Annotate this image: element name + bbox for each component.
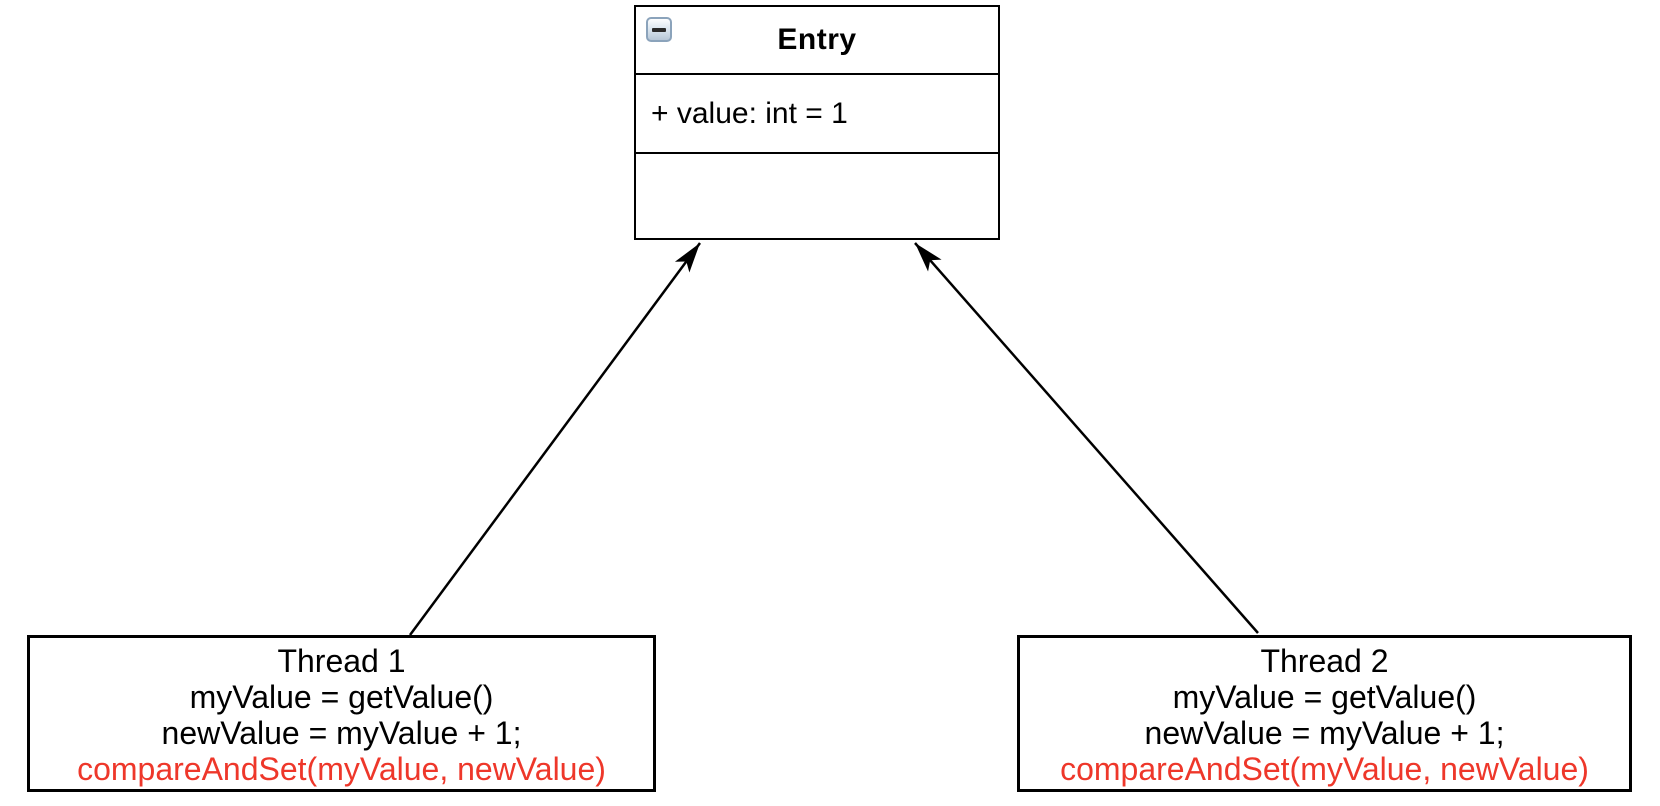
thread1-line-1: myValue = getValue(): [189, 679, 494, 715]
class-title: Entry: [777, 23, 857, 56]
thread1-box[interactable]: Thread 1 myValue = getValue() newValue =…: [27, 635, 656, 792]
entry-class-box[interactable]: Entry + value: int = 1: [634, 5, 1000, 240]
thread2-line-2: newValue = myValue + 1;: [1144, 715, 1505, 751]
thread1-line-2: newValue = myValue + 1;: [161, 715, 522, 751]
thread1-title: Thread 1: [277, 643, 406, 679]
thread2-title: Thread 2: [1260, 643, 1389, 679]
thread1-highlight-line: compareAndSet(myValue, newValue): [77, 751, 606, 787]
entry-class-header: Entry: [636, 7, 998, 73]
attribute-text: + value: int = 1: [651, 96, 848, 130]
thread2-line-1: myValue = getValue(): [1172, 679, 1477, 715]
arrow-thread2-to-entry[interactable]: [914, 242, 1259, 634]
minus-glyph: [652, 27, 666, 32]
thread2-highlight-line: compareAndSet(myValue, newValue): [1060, 751, 1589, 787]
arrow-thread1-to-entry[interactable]: [408, 242, 702, 636]
thread2-box[interactable]: Thread 2 myValue = getValue() newValue =…: [1017, 635, 1632, 792]
operations-compartment-empty: [636, 152, 998, 238]
collapse-minus-icon[interactable]: [646, 17, 672, 42]
attributes-compartment: + value: int = 1: [636, 73, 998, 152]
